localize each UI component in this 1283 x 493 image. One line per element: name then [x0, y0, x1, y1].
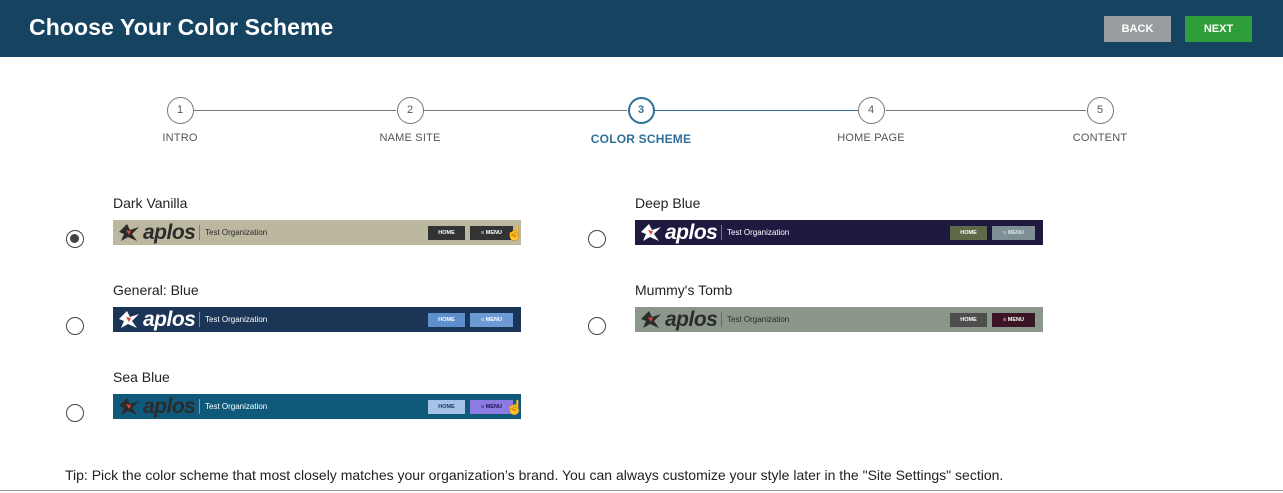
scheme-name: Deep Blue: [635, 195, 701, 211]
tip-text: Tip: Pick the color scheme that most clo…: [65, 467, 1004, 483]
hamburger-icon: ≡: [1003, 230, 1008, 236]
scheme-option-dark-vanilla[interactable]: Dark Vanilla aplos Test Organization HOM…: [66, 195, 526, 255]
scheme-radio[interactable]: [66, 317, 84, 335]
page-title: Choose Your Color Scheme: [29, 14, 334, 40]
preview-menu-button: ≡ MENU: [992, 226, 1035, 240]
preview-home-button: HOME: [428, 226, 465, 240]
org-name: Test Organization: [727, 315, 790, 324]
scheme-option-general-blue[interactable]: General: Blue aplos Test Organization HO…: [66, 282, 526, 342]
step-connector: [193, 110, 396, 111]
logo-text: aplos: [143, 308, 196, 331]
preview-home-button: HOME: [950, 313, 987, 327]
step-number: 5: [1086, 97, 1114, 124]
scheme-preview[interactable]: aplos Test Organization HOME ≡ MENU ☝: [113, 394, 521, 419]
bottom-divider: [0, 490, 1283, 491]
step-connector: [886, 110, 1086, 111]
preview-logo: aplos: [117, 395, 196, 418]
hamburger-icon: ≡: [481, 317, 486, 323]
step-connector: [655, 110, 858, 111]
aplos-bird-logo-icon: [641, 224, 661, 241]
preview-home-button: HOME: [950, 226, 987, 240]
aplos-bird-logo-icon: [641, 311, 661, 328]
divider: [199, 312, 200, 327]
step-label: COLOR SCHEME: [590, 132, 692, 146]
scheme-name: Dark Vanilla: [113, 195, 188, 211]
hand-pointer-icon: ☝: [506, 225, 521, 241]
scheme-option-sea-blue[interactable]: Sea Blue aplos Test Organization HOME ≡ …: [66, 369, 526, 429]
preview-home-button: HOME: [428, 400, 465, 414]
menu-label: MENU: [485, 317, 502, 323]
preview-menu-button: ≡ MENU: [992, 313, 1035, 327]
step-label: INTRO: [162, 132, 198, 144]
preview-logo: aplos: [117, 221, 196, 244]
preview-menu-button: ≡ MENU: [470, 226, 513, 240]
scheme-option-deep-blue[interactable]: Deep Blue aplos Test Organization HOME ≡…: [588, 195, 1048, 255]
hamburger-icon: ≡: [481, 404, 486, 410]
scheme-name: General: Blue: [113, 282, 199, 298]
aplos-bird-logo-icon: [119, 398, 139, 415]
scheme-preview[interactable]: aplos Test Organization HOME ≡ MENU: [635, 307, 1043, 332]
scheme-preview[interactable]: aplos Test Organization HOME ≡ MENU: [635, 220, 1043, 245]
step-number: 3: [627, 97, 655, 124]
step-label: CONTENT: [1072, 132, 1128, 144]
scheme-preview[interactable]: aplos Test Organization HOME ≡ MENU: [113, 307, 521, 332]
preview-home-button: HOME: [428, 313, 465, 327]
step-label: HOME PAGE: [837, 132, 905, 144]
divider: [199, 399, 200, 414]
step-number: 2: [396, 97, 424, 124]
scheme-option-mummys-tomb[interactable]: Mummy's Tomb aplos Test Organization HOM…: [588, 282, 1048, 342]
preview-logo: aplos: [639, 308, 718, 331]
preview-logo: aplos: [117, 308, 196, 331]
step-name-site[interactable]: 2 NAME SITE: [330, 95, 490, 144]
divider: [199, 225, 200, 240]
step-connector: [424, 110, 627, 111]
menu-label: MENU: [1007, 230, 1024, 236]
org-name: Test Organization: [205, 315, 268, 324]
step-color-scheme[interactable]: 3 COLOR SCHEME: [561, 95, 721, 146]
divider: [721, 312, 722, 327]
hamburger-icon: ≡: [481, 230, 486, 236]
logo-text: aplos: [665, 308, 718, 331]
org-name: Test Organization: [205, 402, 268, 411]
logo-text: aplos: [143, 395, 196, 418]
wizard-stepper: 1 INTRO 2 NAME SITE 3 COLOR SCHEME 4 HOM…: [0, 95, 1283, 155]
step-label: NAME SITE: [379, 132, 441, 144]
scheme-radio[interactable]: [588, 317, 606, 335]
back-button[interactable]: BACK: [1104, 16, 1171, 42]
step-content[interactable]: 5 CONTENT: [1020, 95, 1180, 144]
scheme-name: Mummy's Tomb: [635, 282, 733, 298]
hamburger-icon: ≡: [1003, 317, 1008, 323]
next-button[interactable]: NEXT: [1185, 16, 1252, 42]
org-name: Test Organization: [727, 228, 790, 237]
hand-pointer-icon: ☝: [506, 399, 521, 415]
scheme-radio[interactable]: [588, 230, 606, 248]
scheme-radio[interactable]: [66, 230, 84, 248]
step-number: 4: [857, 97, 885, 124]
preview-menu-button: ≡ MENU: [470, 400, 513, 414]
preview-menu-button: ≡ MENU: [470, 313, 513, 327]
scheme-name: Sea Blue: [113, 369, 170, 385]
preview-logo: aplos: [639, 221, 718, 244]
divider: [721, 225, 722, 240]
menu-label: MENU: [485, 230, 502, 236]
step-intro[interactable]: 1 INTRO: [100, 95, 260, 144]
logo-text: aplos: [665, 221, 718, 244]
menu-label: MENU: [1007, 317, 1024, 323]
logo-text: aplos: [143, 221, 196, 244]
aplos-bird-logo-icon: [119, 311, 139, 328]
header-bar: Choose Your Color Scheme BACK NEXT: [0, 0, 1283, 57]
scheme-preview[interactable]: aplos Test Organization HOME ≡ MENU ☝: [113, 220, 521, 245]
step-home-page[interactable]: 4 HOME PAGE: [791, 95, 951, 144]
org-name: Test Organization: [205, 228, 268, 237]
step-number: 1: [166, 97, 194, 124]
aplos-bird-logo-icon: [119, 224, 139, 241]
scheme-radio[interactable]: [66, 404, 84, 422]
menu-label: MENU: [485, 404, 502, 410]
